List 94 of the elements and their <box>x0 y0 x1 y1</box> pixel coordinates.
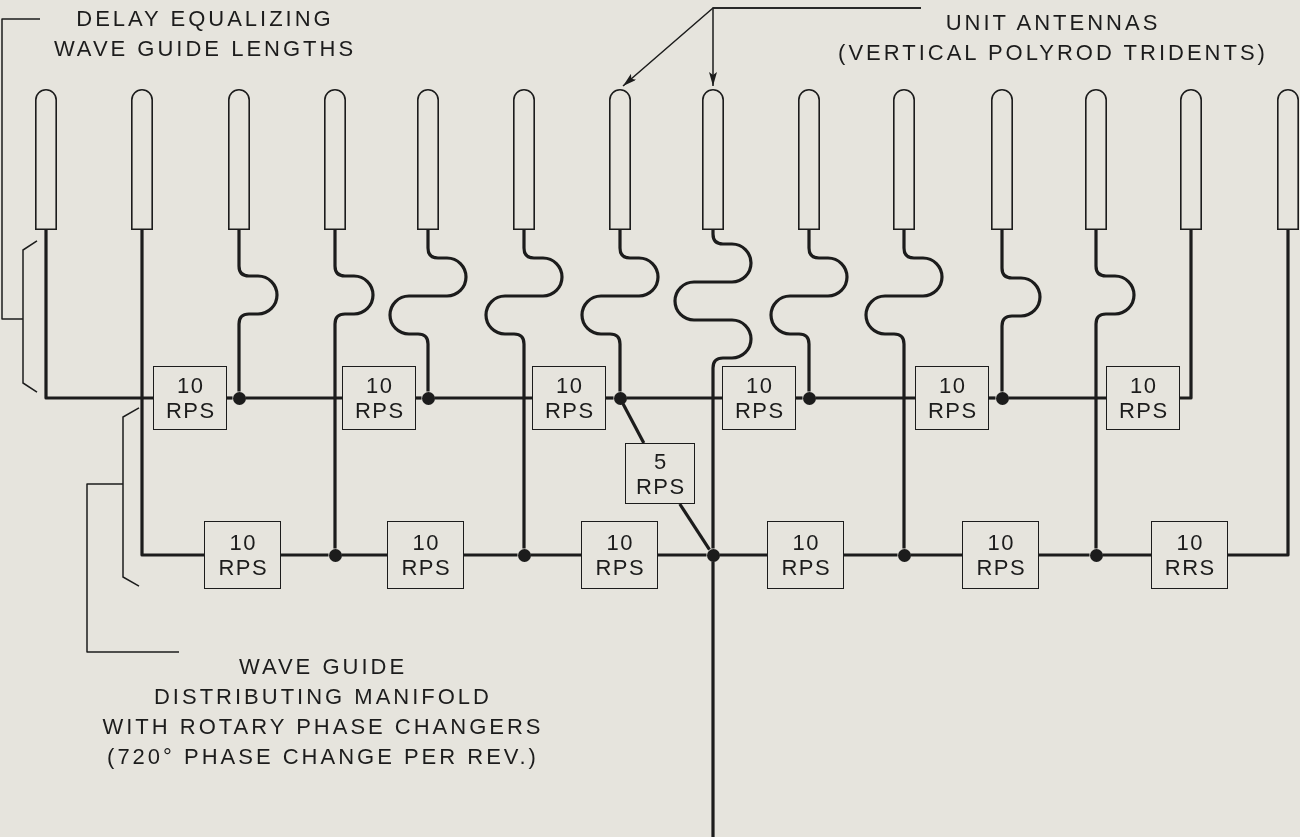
antenna-rod <box>1180 89 1202 230</box>
speed-label: 10 RPS <box>780 530 832 580</box>
waveguide-line <box>245 396 342 400</box>
speed-label: 10 RPS <box>975 530 1027 580</box>
antenna-rod <box>991 89 1013 230</box>
waveguide-line <box>227 396 233 400</box>
speed-label: 10 RPS <box>1117 373 1169 423</box>
phase-changer-box <box>1106 366 1180 430</box>
antenna-rod <box>609 89 631 230</box>
waveguide-line <box>1102 553 1151 557</box>
waveguide-line <box>341 553 387 557</box>
waveguide-line <box>864 230 944 549</box>
leader-arrow <box>709 7 922 87</box>
phase-changer-box <box>581 521 658 589</box>
bracket <box>22 240 38 393</box>
waveguide-line <box>711 561 715 837</box>
waveguide-line <box>237 230 279 392</box>
waveguide-line <box>658 553 707 557</box>
waveguide-line <box>434 396 532 400</box>
antenna-rod <box>131 89 153 230</box>
waveguide-line <box>140 230 204 557</box>
waveguide-line <box>1000 230 1042 392</box>
phase-changer-box <box>962 521 1039 589</box>
waveguide-line <box>910 553 962 557</box>
waveguide-line <box>1180 230 1193 400</box>
annotation-text: DELAY EQUALIZING WAVE GUIDE LENGTHS <box>40 4 370 64</box>
junction-dot <box>995 391 1009 405</box>
phase-changer-box <box>625 443 695 504</box>
waveguide-line <box>388 230 468 392</box>
waveguide-line <box>484 230 564 549</box>
waveguide-line <box>1094 230 1136 549</box>
waveguide-line <box>416 396 422 400</box>
waveguide-line <box>333 230 375 549</box>
waveguide-line <box>989 396 996 400</box>
speed-label: 10 RPS <box>926 373 978 423</box>
waveguide-line <box>1228 230 1290 557</box>
antenna-rod <box>702 89 724 230</box>
speed-label: 10 RPS <box>400 530 452 580</box>
antenna-rod <box>893 89 915 230</box>
junction-dot <box>517 548 531 562</box>
waveguide-line <box>626 396 722 400</box>
antenna-rod <box>798 89 820 230</box>
speed-label: 10 RPS <box>594 530 646 580</box>
junction-dot <box>802 391 816 405</box>
speed-label: 10 RPS <box>543 373 595 423</box>
phase-changer-box <box>204 521 281 589</box>
speed-label: 10 RRS <box>1163 530 1216 580</box>
waveguide-line <box>769 230 849 392</box>
antenna-rod <box>228 89 250 230</box>
bracket <box>122 407 140 587</box>
waveguide-line <box>673 230 753 549</box>
waveguide-line <box>1008 396 1106 400</box>
phase-changer-box <box>1151 521 1228 589</box>
speed-label: 5 RPS <box>634 448 686 499</box>
antenna-rod <box>513 89 535 230</box>
waveguide-line <box>1039 553 1090 557</box>
antenna-rod <box>324 89 346 230</box>
annotation-text: UNIT ANTENNAS (VERTICAL POLYROD TRIDENTS) <box>810 8 1296 68</box>
antenna-rod <box>417 89 439 230</box>
junction-dot <box>421 391 435 405</box>
waveguide-line <box>464 553 518 557</box>
waveguide-line <box>530 553 581 557</box>
phase-changer-box <box>387 521 464 589</box>
annotation-text: WAVE GUIDE DISTRIBUTING MANIFOLD WITH ROTARY PHASE CHANGERS (720° PHASE CHANGE PER REV.) <box>83 652 563 772</box>
speed-label: 10 RPS <box>164 373 216 423</box>
phase-changer-box <box>915 366 989 430</box>
phase-changer-box <box>342 366 416 430</box>
waveguide-line <box>44 230 153 400</box>
phase-changer-box <box>767 521 844 589</box>
waveguide-line <box>606 396 614 400</box>
junction-dot <box>232 391 246 405</box>
waveguide-line <box>580 230 660 392</box>
leader-line <box>1 18 41 320</box>
phase-changer-box <box>153 366 227 430</box>
junction-dot <box>1089 548 1103 562</box>
junction-dot <box>613 391 627 405</box>
speed-label: 10 RPS <box>353 373 405 423</box>
leader-line <box>86 483 180 653</box>
waveguide-line <box>815 396 915 400</box>
antenna-rod <box>35 89 57 230</box>
speed-label: 10 RPS <box>733 373 785 423</box>
waveguide-line <box>719 553 767 557</box>
waveguide-line <box>844 553 898 557</box>
speed-label: 10 RPS <box>217 530 269 580</box>
phase-changer-box <box>722 366 796 430</box>
waveguide-line <box>281 553 329 557</box>
waveguide-line <box>621 402 646 444</box>
waveguide-line <box>678 503 711 551</box>
phase-changer-box <box>532 366 606 430</box>
waveguide-line <box>796 396 803 400</box>
antenna-rod <box>1277 89 1299 230</box>
junction-dot <box>328 548 342 562</box>
junction-dot <box>897 548 911 562</box>
antenna-rod <box>1085 89 1107 230</box>
